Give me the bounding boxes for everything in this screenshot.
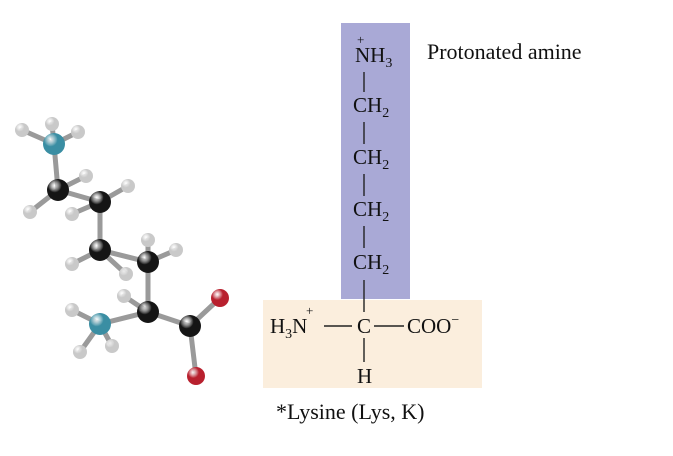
backbone-highlight-box — [263, 300, 482, 388]
carbon-atom — [137, 251, 159, 273]
hydrogen-atom — [79, 169, 93, 183]
carbon-atom — [89, 191, 111, 213]
side-chain-nitrogen-atom — [43, 133, 65, 155]
hydrogen-atom — [65, 303, 79, 317]
carbon-atom — [89, 239, 111, 261]
amino-nitrogen-atom — [89, 313, 111, 335]
alpha-carbon: C — [357, 314, 371, 338]
carboxylate-group: COO− — [407, 313, 459, 338]
hydrogen-atom — [169, 243, 183, 257]
hydrogen-atom — [23, 205, 37, 219]
hydrogen-atom — [121, 179, 135, 193]
oxygen-atom — [187, 367, 205, 385]
carbon-atom — [47, 179, 69, 201]
hydrogen-atom — [45, 117, 59, 131]
hydrogen-atom — [73, 345, 87, 359]
alpha-amino-charge: + — [306, 303, 313, 318]
oxygen-atom — [211, 289, 229, 307]
alpha-amino-group: H3N — [270, 314, 307, 342]
alpha-carbon-atom — [137, 301, 159, 323]
ch2-group-1: CH2 — [353, 93, 389, 121]
hydrogen-atom — [71, 125, 85, 139]
side-chain-amine-group: NH3 — [355, 43, 392, 71]
structural-formula: NH3 + CH2 CH2 CH2 CH2 H3N + C COO− H — [270, 32, 459, 388]
hydrogen-atom — [15, 123, 29, 137]
hydrogen-atom — [141, 233, 155, 247]
alpha-hydrogen: H — [357, 364, 372, 388]
figure-caption: *Lysine (Lys, K) — [276, 399, 425, 424]
ch2-group-3: CH2 — [353, 197, 389, 225]
hydrogen-atom — [117, 289, 131, 303]
ball-and-stick-model — [15, 117, 229, 385]
hydrogen-atom — [65, 257, 79, 271]
carboxyl-carbon-atom — [179, 315, 201, 337]
hydrogen-atom — [65, 207, 79, 221]
side-chain-highlight-box — [341, 23, 410, 299]
side-chain-label: Protonated amine — [427, 39, 582, 64]
ch2-group-4: CH2 — [353, 250, 389, 278]
hydrogen-atom — [119, 267, 133, 281]
hydrogen-atom — [105, 339, 119, 353]
ch2-group-2: CH2 — [353, 145, 389, 173]
side-chain-amine-charge: + — [357, 32, 364, 47]
